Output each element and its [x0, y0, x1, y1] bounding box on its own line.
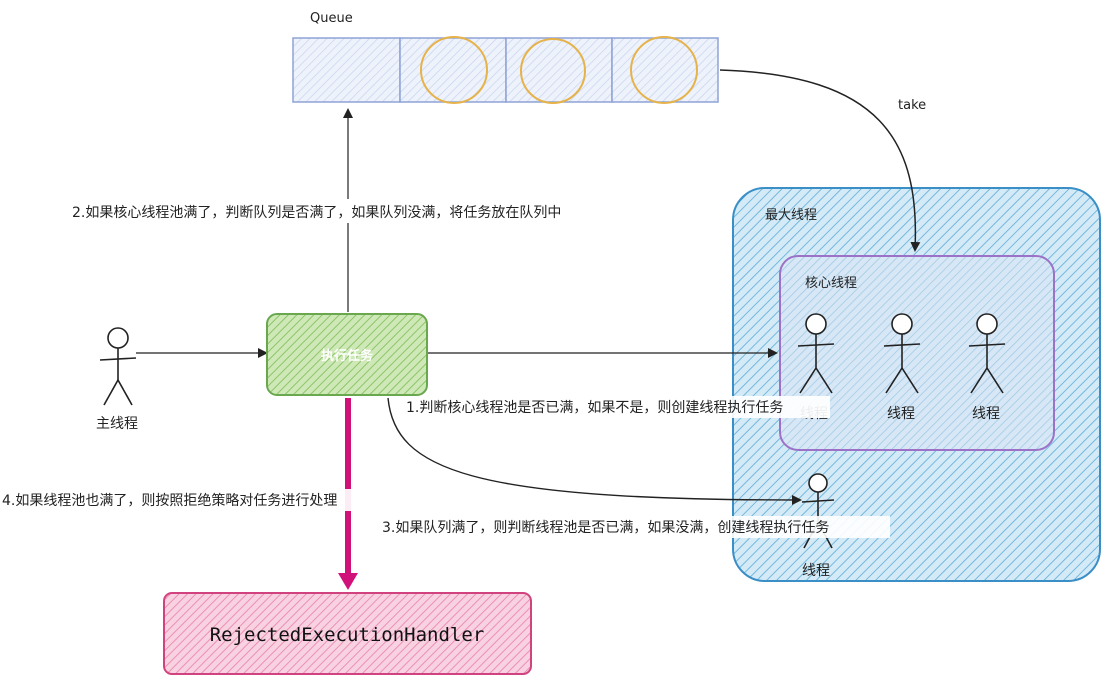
core-thread-figure-3: [968, 313, 1006, 394]
step1-label: 1.判断核心线程池是否已满，如果不是，则创建线程执行任务: [406, 400, 783, 416]
core-thread-label-2: 线程: [887, 406, 915, 422]
to-extra-thread-arrow: [387, 397, 802, 505]
core-thread-figure-2: [883, 313, 921, 394]
execute-task-box: 执行任务: [266, 313, 428, 396]
core-threads-container: 核心线程: [779, 255, 1055, 451]
queue-slot-3: [611, 37, 719, 103]
queued-task-1: [420, 36, 488, 104]
queue: Queue: [292, 11, 719, 104]
execute-task-label: 执行任务: [321, 348, 374, 364]
core-thread-label-3: 线程: [972, 406, 1000, 422]
queue-label: Queue: [310, 11, 353, 26]
core-thread-figure-1: [797, 313, 835, 394]
rejected-handler-label: RejectedExecutionHandler: [210, 624, 485, 646]
main-thread-figure: [99, 327, 137, 406]
rejected-handler-box: RejectedExecutionHandler: [163, 592, 532, 675]
queue-slot-empty: [292, 37, 401, 103]
step2-label: 2.如果核心线程池满了，判断队列是否满了，如果队列没满，将任务放在队列中: [72, 205, 561, 221]
extra-thread-label: 线程: [802, 563, 830, 579]
step3-label: 3.如果队列满了，则判断线程池是否已满，如果没满，创建线程执行任务: [382, 520, 829, 536]
main-thread-label: 主线程: [96, 416, 138, 432]
max-threads-label: 最大线程: [765, 208, 817, 223]
queued-task-2: [520, 38, 586, 104]
queued-task-3: [630, 36, 698, 104]
take-arrow: [719, 69, 921, 252]
reject-arrow-head: [338, 573, 358, 590]
step4-label: 4.如果线程池也满了，则按照拒绝策略对任务进行处理: [2, 492, 337, 509]
queue-slot-1: [399, 37, 507, 103]
core-threads-label: 核心线程: [805, 276, 857, 291]
take-label: take: [898, 98, 926, 113]
